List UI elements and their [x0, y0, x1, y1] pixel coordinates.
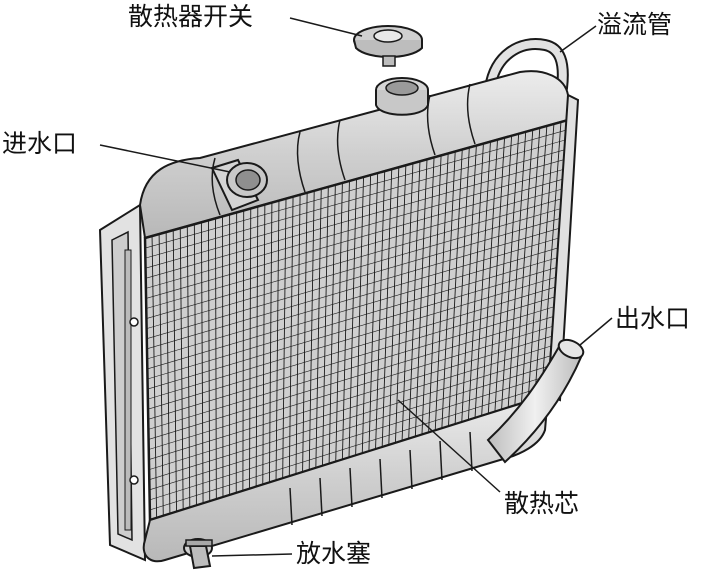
- radiator-cap: [354, 26, 422, 66]
- leader-outlet: [580, 318, 612, 345]
- leader-overflow-pipe: [560, 26, 596, 52]
- filler-neck: [376, 78, 428, 115]
- drain-plug: [184, 539, 212, 568]
- left-side-frame: [100, 205, 145, 560]
- label-drain-plug: 放水塞: [296, 541, 371, 566]
- leader-drain-plug: [212, 554, 292, 556]
- label-outlet: 出水口: [615, 306, 690, 331]
- label-overflow-pipe: 溢流管: [597, 12, 672, 37]
- leader-radiator-cap: [290, 18, 362, 36]
- label-core: 散热芯: [504, 491, 579, 516]
- label-inlet: 进水口: [2, 131, 77, 156]
- label-radiator-cap: 散热器开关: [128, 4, 253, 29]
